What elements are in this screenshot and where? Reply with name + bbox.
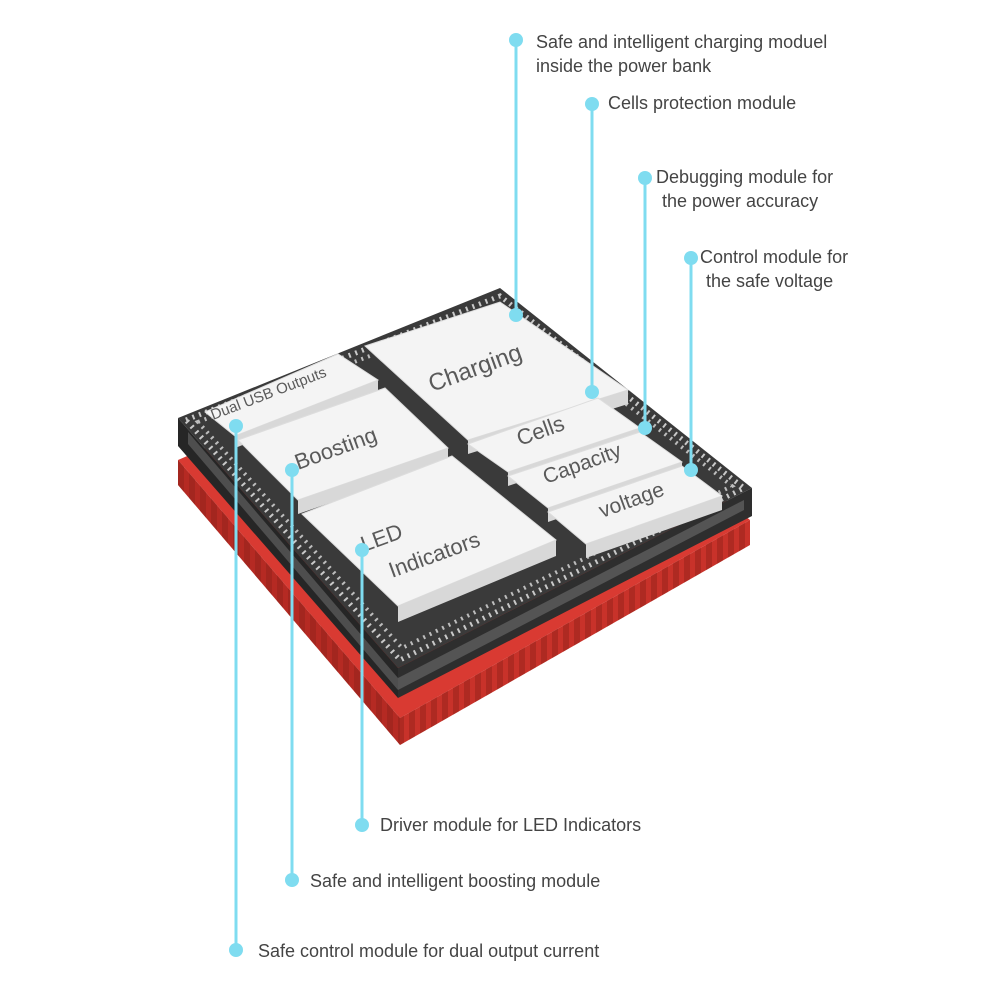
callout-led-line1: Driver module for LED Indicators — [380, 815, 642, 835]
callout-dual-usb-line1: Safe control module for dual output curr… — [258, 941, 600, 961]
callout-cells-line1: Cells protection module — [608, 93, 797, 113]
leader-dot-dual-usb — [229, 419, 243, 433]
callout-charging-line2: inside the power bank — [536, 56, 712, 76]
callout-led: Driver module for LED Indicators — [380, 813, 641, 837]
callout-boosting: Safe and intelligent boosting module — [310, 869, 600, 893]
callout-capacity: Debugging module for the power accuracy — [656, 165, 833, 213]
leader-dot-capacity — [638, 421, 652, 435]
leader-dot-boosting — [285, 463, 299, 477]
leader-dot-charging — [509, 308, 523, 322]
callout-charging-line1: Safe and intelligent charging moduel — [536, 32, 828, 52]
leader-dot-charging-top — [509, 33, 523, 47]
callout-capacity-line1: Debugging module for — [656, 167, 834, 187]
callout-charging: Safe and intelligent charging moduel ins… — [536, 30, 827, 78]
callout-voltage-line1: Control module for — [700, 247, 849, 267]
module-led-indicators: LED Indicators — [301, 455, 557, 622]
leader-lines — [229, 33, 698, 957]
callout-voltage-line2: the safe voltage — [706, 271, 834, 291]
leader-dot-capacity-top — [638, 171, 652, 185]
callout-cells: Cells protection module — [608, 91, 796, 115]
callout-dual-usb: Safe control module for dual output curr… — [258, 939, 599, 963]
leader-dot-dual-usb-bottom — [229, 943, 243, 957]
callout-voltage: Control module for the safe voltage — [700, 245, 848, 293]
leader-dot-cells — [585, 385, 599, 399]
leader-dot-led — [355, 543, 369, 557]
leader-dot-cells-top — [585, 97, 599, 111]
leader-dot-voltage — [684, 463, 698, 477]
leader-dot-voltage-top — [684, 251, 698, 265]
callout-capacity-line2: the power accuracy — [662, 191, 819, 211]
leader-dot-boosting-bottom — [285, 873, 299, 887]
leader-dot-led-bottom — [355, 818, 369, 832]
callout-boosting-line1: Safe and intelligent boosting module — [310, 871, 601, 891]
